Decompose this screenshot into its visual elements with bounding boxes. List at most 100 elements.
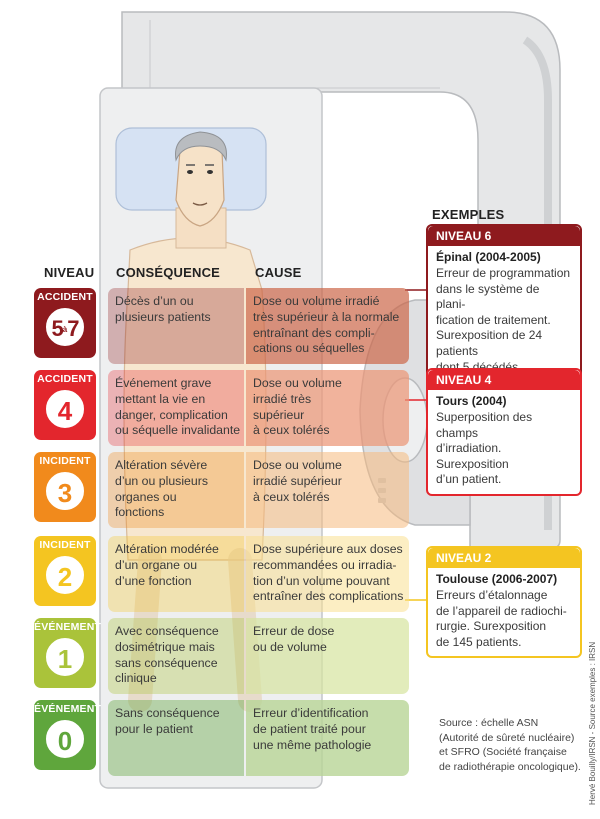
consequence-line: Avec conséquence bbox=[115, 624, 219, 638]
patient-figure bbox=[123, 131, 267, 712]
consequence-line: d’un ou plusieurs bbox=[115, 473, 208, 488]
level-number: 4 bbox=[57, 396, 73, 426]
cause-line: Dose ou volume irradié bbox=[253, 294, 380, 308]
cause-line: irradié très bbox=[253, 391, 312, 406]
example-level: NIVEAU 6 bbox=[428, 226, 580, 246]
example-line: de l’appareil de radiochi- bbox=[436, 603, 567, 618]
level-number-circle: 1 bbox=[44, 636, 86, 678]
source-line: et SFRO (Société française bbox=[439, 746, 567, 759]
cause-line: irradié supérieur bbox=[253, 473, 342, 488]
consequence-line: plusieurs patients bbox=[115, 309, 211, 324]
example-line: Erreurs d’étalonnage bbox=[436, 588, 548, 602]
cause-line: une même pathologie bbox=[253, 737, 372, 752]
consequence-line: fonctions bbox=[115, 505, 165, 520]
level-number-end: 7 bbox=[67, 316, 79, 341]
level-category: INCIDENT bbox=[39, 455, 91, 467]
cause-line: entraîner des complications bbox=[253, 589, 404, 604]
example-line: Erreur de programmation bbox=[436, 266, 571, 280]
level-number: 1 bbox=[57, 644, 73, 674]
level-number-circle: 2 bbox=[44, 554, 86, 596]
source-note: Source : échelle ASN (Autorité de sûreté… bbox=[439, 716, 589, 774]
cause-line: tion d’un volume pouvant bbox=[253, 573, 390, 588]
level-number-circle: 5à7 bbox=[44, 306, 86, 348]
level-number-start: 5 bbox=[51, 316, 64, 341]
cause-line: cations ou séquelles bbox=[253, 341, 365, 356]
header-exemples: EXEMPLES bbox=[432, 207, 505, 222]
cause-line: très supérieur à la normale bbox=[253, 309, 400, 324]
consequence-line: clinique bbox=[115, 671, 157, 686]
cause-line: Dose ou volume bbox=[253, 376, 342, 390]
consequence-line: Événement grave bbox=[115, 376, 212, 390]
example-line: Surexposition de 24 patients bbox=[436, 328, 543, 358]
level-number-circle: 0 bbox=[44, 718, 86, 760]
level-category: ACCIDENT bbox=[37, 291, 93, 303]
example-title: Toulouse (2006-2007) bbox=[436, 572, 558, 586]
header-consequence: CONSÉQUENCE bbox=[116, 265, 221, 280]
level-number-circle: 3 bbox=[44, 470, 86, 512]
level-category: ÉVÉNEMENT bbox=[34, 703, 102, 715]
photo-credit: Hervé Bouilly/IRSN - Source exemples : I… bbox=[588, 641, 597, 805]
cause-line: Erreur de dose bbox=[253, 624, 335, 638]
level-category: INCIDENT bbox=[39, 539, 91, 551]
cause-line: de patient traité pour bbox=[253, 721, 366, 736]
header-niveau: NIVEAU bbox=[44, 265, 95, 280]
example-level: NIVEAU 4 bbox=[428, 370, 580, 390]
consequence-line: Décès d’un ou bbox=[115, 294, 194, 308]
level-category: ÉVÉNEMENT bbox=[34, 621, 102, 633]
consequence-line: danger, complication bbox=[115, 407, 228, 422]
cause-line: à ceux tolérés bbox=[253, 489, 330, 504]
level-badge: ÉVÉNEMENT 0 bbox=[34, 700, 102, 770]
level-number: 5à7 bbox=[46, 312, 84, 347]
cause-line: recommandées ou irradia- bbox=[253, 557, 397, 572]
consequence-line: Altération modérée bbox=[115, 542, 219, 556]
level-number: 2 bbox=[57, 562, 73, 592]
consequence-line: sans conséquence bbox=[115, 655, 218, 670]
consequence-line: mettant la vie en bbox=[115, 391, 206, 406]
example-line: de 145 patients. bbox=[436, 634, 522, 649]
level-number: 0 bbox=[57, 726, 73, 756]
example-title: Épinal (2004-2005) bbox=[436, 250, 541, 264]
consequence-line: Sans conséquence bbox=[115, 706, 220, 720]
level-number: 3 bbox=[57, 478, 73, 508]
cause-line: Dose ou volume bbox=[253, 458, 342, 472]
example-title: Tours (2004) bbox=[436, 394, 507, 408]
example-line: dans le système de plani- bbox=[436, 281, 540, 312]
source-line: (Autorité de sûreté nucléaire) bbox=[439, 731, 575, 744]
cause-line: ou de volume bbox=[253, 639, 327, 654]
level-badge: ACCIDENT 5à7 bbox=[34, 288, 96, 358]
consequence-line: dosimétrique mais bbox=[115, 639, 215, 654]
consequence-line: Altération sévère bbox=[115, 458, 208, 472]
example-line: fication de traitement. bbox=[436, 312, 551, 327]
consequence-line: pour le patient bbox=[115, 721, 193, 736]
level-number-circle: 4 bbox=[44, 388, 86, 430]
level-number-connector: à bbox=[62, 325, 68, 335]
level-badge: INCIDENT 3 bbox=[34, 452, 96, 522]
example-line: rurgie. Surexposition bbox=[436, 619, 547, 634]
consequence-line: d’une fonction bbox=[115, 573, 192, 588]
cause-line: Dose supérieure aux doses bbox=[253, 542, 403, 556]
source-line: Source : échelle ASN bbox=[439, 717, 539, 729]
example-level: NIVEAU 2 bbox=[428, 548, 580, 568]
example-line: d’irradiation. Surexposition bbox=[436, 441, 509, 471]
source-line: de radiothérapie oncologique). bbox=[439, 760, 581, 773]
example-line: d’un patient. bbox=[436, 472, 502, 487]
level-badge: ÉVÉNEMENT 1 bbox=[34, 618, 102, 688]
level-badge: INCIDENT 2 bbox=[34, 536, 96, 606]
